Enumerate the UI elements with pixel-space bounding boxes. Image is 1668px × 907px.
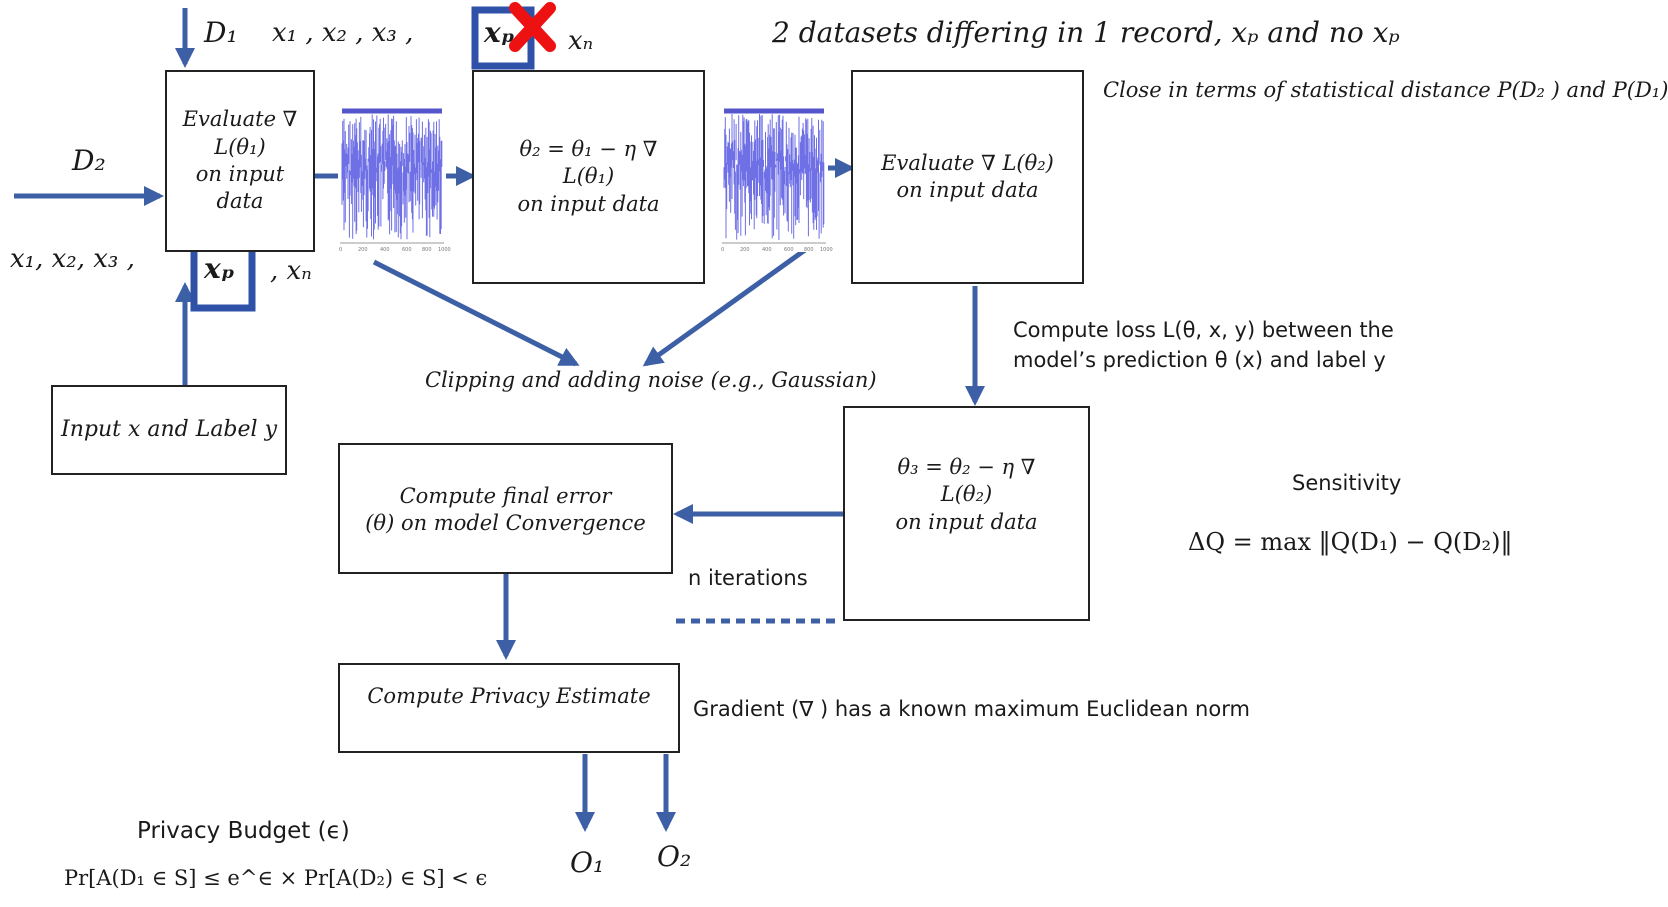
box-line: Evaluate ∇ L(θ₂) (881, 151, 1054, 175)
sensitivity-title: Sensitivity (1292, 471, 1402, 495)
box-line: L(θ₁) (562, 164, 615, 189)
svg-text:0: 0 (721, 247, 724, 253)
removed-record-highlight (471, 6, 535, 70)
removed-cross-icon (509, 2, 556, 52)
noise-trace (341, 114, 443, 240)
noise-plot-2: 0 200 400 600 800 1000 (720, 100, 833, 253)
svg-text:1000: 1000 (438, 247, 451, 253)
privacy-estimate-box: Compute Privacy Estimate (338, 663, 680, 753)
gradient-norm-note: Gradient (∇ ) has a known maximum Euclid… (693, 697, 1250, 721)
dataset-d1-records: x₁ , x₂ , x₃ , (272, 18, 414, 48)
clipping-noise-label: Clipping and adding noise (e.g., Gaussia… (425, 368, 877, 392)
dataset-d2-label: D₂ (72, 144, 106, 177)
svg-text:800: 800 (422, 247, 432, 253)
dataset-d2-records: x₁, x₂, x₃ , (10, 244, 135, 274)
statistical-distance-note: Close in terms of statistical distance P… (1103, 78, 1668, 102)
svg-text:200: 200 (740, 247, 750, 253)
box-line: Input x and Label y (61, 416, 277, 442)
sensitivity-formula: ΔQ = max ‖Q(D₁) − Q(D₂)‖ (1188, 528, 1513, 556)
svg-text:400: 400 (762, 247, 772, 253)
n-iterations-label: n iterations (688, 566, 808, 590)
box-line: Compute Privacy Estimate (367, 684, 651, 708)
box-line: on input data (895, 509, 1038, 534)
loss-description-line-2: model’s prediction θ (x) and label y (1013, 348, 1386, 372)
box-line: Evaluate ∇ (182, 107, 298, 132)
box-line: Compute final error (399, 484, 612, 508)
privacy-budget-formula: Pr[A(D₁ ∈ S] ≤ e^∈ × Pr[A(D₂) ∈ S] < ϵ (64, 866, 488, 890)
datasets-caption: 2 datasets differing in 1 record, xₚ and… (772, 16, 1400, 49)
box-line: on input (195, 162, 285, 186)
dataset-d1-label: D₁ (204, 16, 238, 49)
svg-text:400: 400 (380, 247, 390, 253)
box-line: θ₃ = θ₂ − η ∇ (897, 455, 1036, 479)
loss-description-line-1: Compute loss L(θ, x, y) between the (1013, 318, 1394, 342)
output-2-label: O₂ (657, 840, 692, 873)
svg-text:600: 600 (784, 247, 794, 253)
svg-text:800: 800 (804, 247, 814, 253)
box-line: L(θ₂) (940, 482, 993, 507)
svg-text:600: 600 (402, 247, 412, 253)
arrow-noise2-to-clipping (642, 247, 807, 367)
final-error-box: Compute final error (θ) on model Converg… (338, 443, 673, 574)
box-line: θ₂ = θ₁ − η ∇ (519, 137, 658, 162)
dataset-d2-highlight-record: xₚ (204, 252, 235, 285)
dataset-d1-last-record: xₙ (568, 26, 594, 56)
input-label-box: Input x and Label y (51, 385, 287, 475)
box-line: (θ) on model Convergence (365, 511, 646, 536)
evaluate-gradient-box-2: Evaluate ∇ L(θ₂) on input data (851, 70, 1084, 284)
svg-text:1000: 1000 (820, 247, 833, 253)
parameter-update-box-2: θ₂ = θ₁ − η ∇ L(θ₁) on input data (472, 70, 705, 284)
svg-text:200: 200 (358, 247, 368, 253)
dataset-d1-removed-record: xₚ (484, 16, 515, 49)
noise-trace (723, 114, 825, 240)
parameter-update-box-3: θ₃ = θ₂ − η ∇ L(θ₂) on input data (843, 406, 1090, 621)
box-line: on input data (896, 178, 1039, 203)
output-1-label: O₁ (570, 846, 605, 879)
box-line: on input data (517, 191, 660, 216)
privacy-budget-title: Privacy Budget (ϵ) (137, 818, 350, 844)
box-line: data (216, 189, 264, 214)
svg-text:0: 0 (339, 247, 342, 253)
arrow-noise1-to-clipping (372, 259, 580, 367)
dataset-d2-last-record: , xₙ (270, 256, 312, 286)
box-line: L(θ₁) (214, 134, 266, 159)
evaluate-gradient-box-1: Evaluate ∇ L(θ₁) on input data (165, 70, 315, 252)
noise-plot-1: 0 200 400 600 800 1000 (338, 100, 451, 253)
